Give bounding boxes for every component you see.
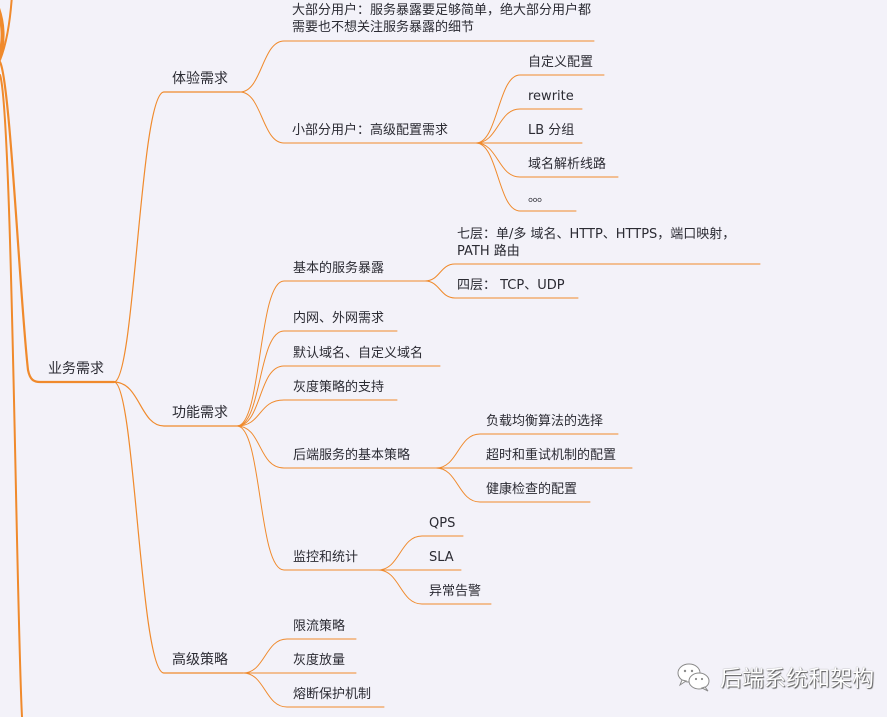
node-lb-algorithm[interactable]: 负载均衡算法的选择 bbox=[486, 414, 604, 429]
node-backend-strategy[interactable]: 后端服务的基本策略 bbox=[293, 448, 411, 463]
node-advanced-strategies[interactable]: 高级策略 bbox=[172, 652, 228, 668]
node-minority-users[interactable]: 小部分用户：高级配置需求 bbox=[292, 123, 449, 138]
root-branch-line bbox=[0, 8, 5, 63]
node-experience-requirements[interactable]: 体验需求 bbox=[172, 71, 228, 87]
node-dns-route[interactable]: 域名解析线路 bbox=[528, 157, 607, 172]
wechat-icon bbox=[677, 663, 710, 692]
node-basic-exposure[interactable]: 基本的服务暴露 bbox=[293, 261, 385, 276]
node-custom-config[interactable]: 自定义配置 bbox=[528, 55, 594, 70]
node-sla[interactable]: SLA bbox=[429, 550, 454, 565]
root-branch-line bbox=[0, 60, 116, 384]
node-timeout-retry[interactable]: 超时和重试机制的配置 bbox=[486, 448, 617, 463]
node-alerting[interactable]: 异常告警 bbox=[429, 584, 482, 599]
node-lb-group[interactable]: LB 分组 bbox=[528, 123, 575, 138]
node-rate-limit[interactable]: 限流策略 bbox=[293, 619, 346, 634]
node-layer7[interactable]: 七层：单/多 域名、HTTP、HTTPS，端口映射，PATH 路由 bbox=[457, 227, 736, 259]
node-qps[interactable]: QPS bbox=[429, 516, 456, 531]
node-layer4[interactable]: 四层： TCP、UDP bbox=[457, 278, 565, 293]
node-gray-strategy[interactable]: 灰度策略的支持 bbox=[293, 380, 385, 395]
watermark-text: 后端系统和架构 bbox=[720, 667, 875, 692]
node-default-custom-domain[interactable]: 默认域名、自定义域名 bbox=[293, 346, 424, 361]
watermark: 后端系统和架构 bbox=[676, 661, 874, 693]
root-branch-line bbox=[0, 0, 13, 61]
node-business-requirements[interactable]: 业务需求 bbox=[48, 361, 104, 377]
node-ellipsis[interactable]: 。。。 bbox=[528, 190, 550, 205]
node-rewrite[interactable]: rewrite bbox=[528, 89, 574, 104]
node-circuit-breaker[interactable]: 熔断保护机制 bbox=[293, 687, 372, 702]
node-majority-users[interactable]: 大部分用户：服务暴露要足够简单，绝大部分用户都需要也不想关注服务暴露的细节 bbox=[292, 3, 592, 35]
node-monitoring[interactable]: 监控和统计 bbox=[293, 550, 359, 565]
node-gray-release[interactable]: 灰度放量 bbox=[293, 653, 346, 668]
root-branch-line bbox=[0, 74, 23, 717]
node-health-check[interactable]: 健康检查的配置 bbox=[486, 482, 578, 497]
node-intranet-extranet[interactable]: 内网、外网需求 bbox=[293, 311, 385, 326]
node-functional-requirements[interactable]: 功能需求 bbox=[172, 405, 228, 421]
